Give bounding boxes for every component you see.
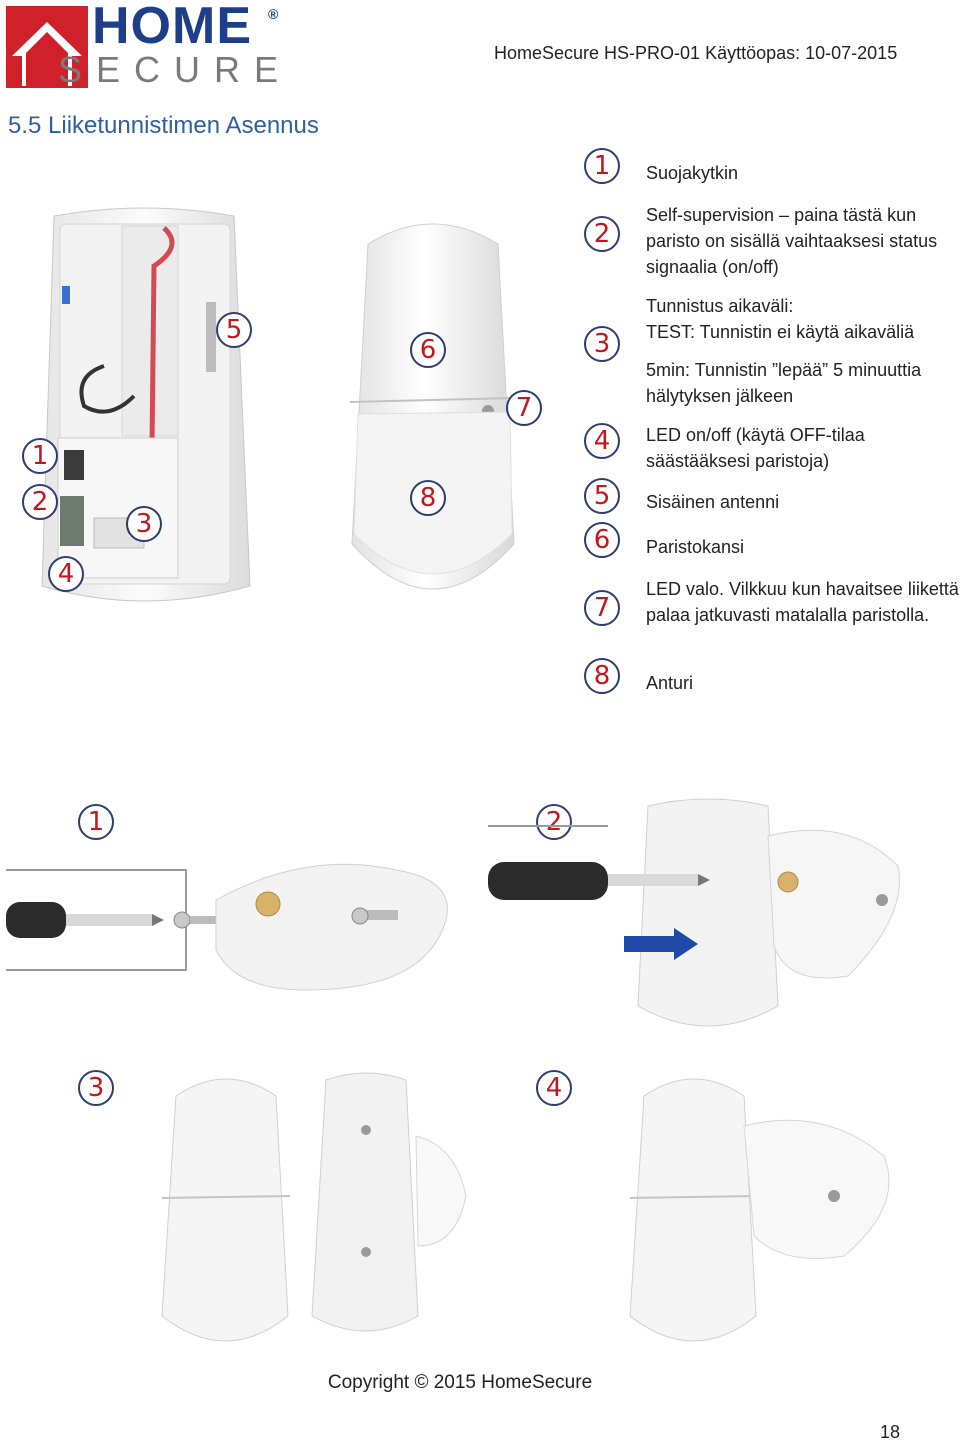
- legend-text-6: Paristokansi: [646, 534, 960, 560]
- logo-brand-bottom: SECURE: [58, 50, 292, 90]
- logo-registered-mark: ®: [268, 6, 278, 22]
- step-4-photo: [624, 1066, 924, 1356]
- closed-detector-photo: [338, 214, 528, 624]
- callout-8: 8: [410, 480, 446, 516]
- legend-badge-4: 4: [584, 423, 620, 459]
- step-badge-1: 1: [78, 804, 114, 840]
- callout-2: 2: [22, 484, 58, 520]
- legend-badge-6: 6: [584, 522, 620, 558]
- step-badge-4: 4: [536, 1070, 572, 1106]
- step-2-photo: [488, 796, 918, 1036]
- legend-text-7: LED valo. Vilkkuu kun havaitsee liikettä…: [646, 576, 960, 628]
- legend-text-5: Sisäinen antenni: [646, 489, 960, 515]
- legend-badge-8: 8: [584, 658, 620, 694]
- callout-5: 5: [216, 312, 252, 348]
- step-badge-3: 3: [78, 1070, 114, 1106]
- legend-text-2: Self-supervision – paina tästä kun paris…: [646, 202, 960, 280]
- callout-6: 6: [410, 332, 446, 368]
- legend-text-3c: 5min: Tunnistin ”lepää” 5 minuuttia häly…: [646, 357, 960, 409]
- step-3-photo: [156, 1066, 476, 1356]
- callout-4: 4: [48, 556, 84, 592]
- legend-text-4: LED on/off (käytä OFF-tilaa säästääksesi…: [646, 422, 960, 474]
- legend-text-3a: Tunnistus aikaväli:: [646, 293, 960, 319]
- copyright-text: Copyright © 2015 HomeSecure: [0, 1372, 920, 1394]
- callout-3: 3: [126, 506, 162, 542]
- step-1-photo: [6, 840, 466, 1000]
- legend-text-8: Anturi: [646, 670, 960, 696]
- legend-text-3b: TEST: Tunnistin ei käytä aikaväliä: [646, 319, 960, 345]
- section-title: 5.5 Liiketunnistimen Asennus: [8, 112, 319, 140]
- legend-badge-2: 2: [584, 216, 620, 252]
- logo-brand-top: HOME: [92, 0, 252, 52]
- callout-1: 1: [22, 438, 58, 474]
- callout-7: 7: [506, 390, 542, 426]
- legend-badge-1: 1: [584, 148, 620, 184]
- legend-badge-3: 3: [584, 326, 620, 362]
- legend-badge-5: 5: [584, 478, 620, 514]
- legend-badge-7: 7: [584, 590, 620, 626]
- document-title: HomeSecure HS-PRO-01 Käyttöopas: 10-07-2…: [494, 43, 897, 64]
- legend-text-1: Suojakytkin: [646, 160, 960, 186]
- page-number: 18: [880, 1422, 900, 1443]
